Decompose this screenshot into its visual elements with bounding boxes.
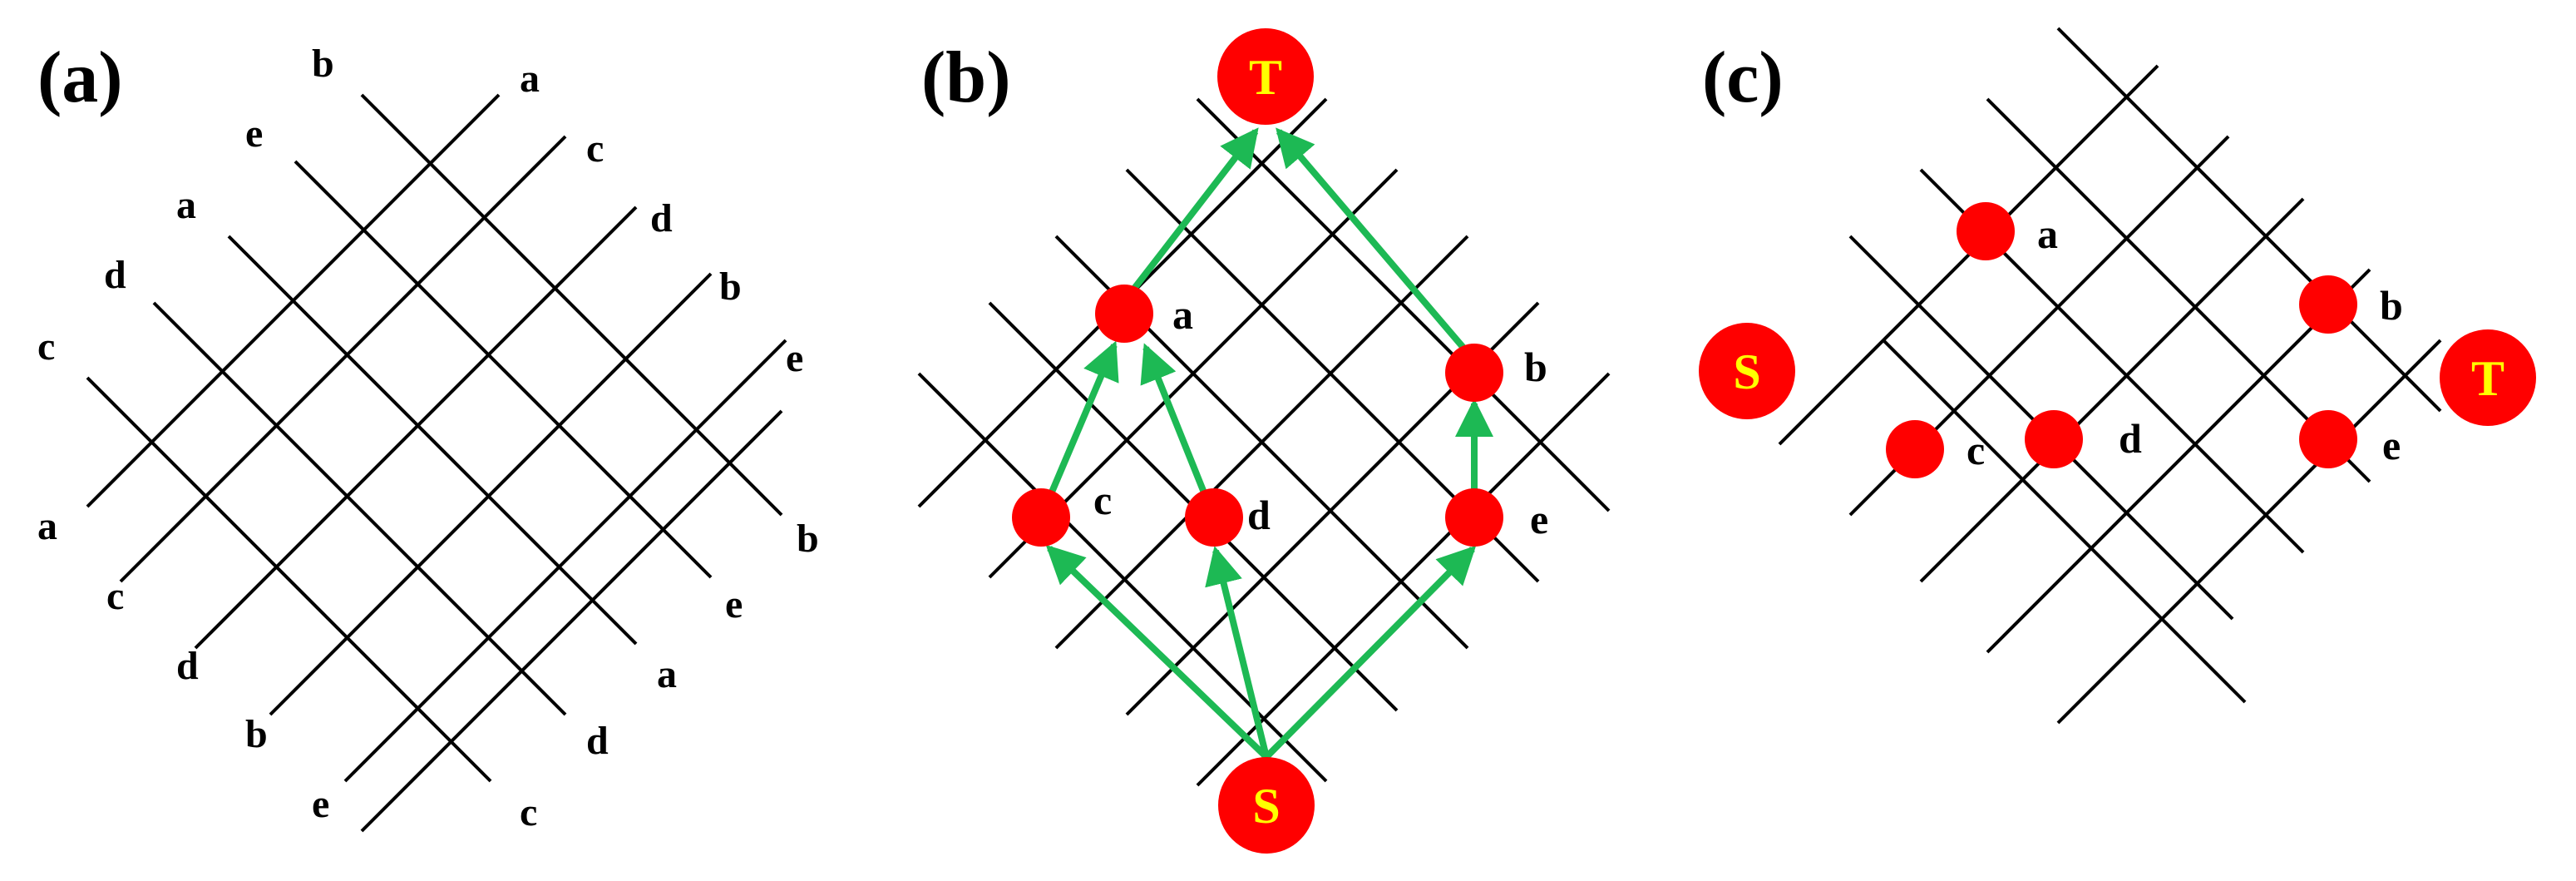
arrow-c-to-a xyxy=(1038,340,1119,519)
node-c-label: c xyxy=(1967,427,1985,473)
node-e-label: e xyxy=(1530,496,1548,542)
node-b xyxy=(1445,344,1503,402)
panel-b-label: (b) xyxy=(921,37,1011,118)
arrow-d-to-a xyxy=(1140,343,1217,519)
grid-line xyxy=(227,235,638,646)
line-label: c xyxy=(37,324,55,369)
line-label: d xyxy=(176,644,199,688)
terminal-node-t xyxy=(1217,28,1314,125)
panel-a: (a) a c d b e b b e a d c a c xyxy=(37,37,819,834)
node-d-label: d xyxy=(2119,415,2142,462)
line-label: e xyxy=(312,782,329,826)
grid-line xyxy=(1196,97,1611,512)
line-label: b xyxy=(245,712,268,756)
grid-line xyxy=(1986,268,2371,654)
arrow-s-to-e xyxy=(1264,545,1477,760)
grid-line xyxy=(1986,97,2371,483)
grid-line xyxy=(360,409,783,833)
grid-line xyxy=(294,160,713,579)
line-label: b xyxy=(719,265,742,309)
node-b xyxy=(2299,275,2357,334)
arrow-b-to-t xyxy=(1276,127,1472,356)
terminal-node-s xyxy=(1218,757,1315,854)
terminal-node-t xyxy=(2440,329,2536,426)
terminal-node-s xyxy=(1699,323,1795,419)
node-a xyxy=(1095,285,1153,343)
node-b-label: b xyxy=(2380,282,2403,329)
line-label: a xyxy=(657,652,677,696)
terminal-label-t: T xyxy=(1249,50,1282,105)
node-a xyxy=(1957,202,2015,260)
panel-b-nodes: T S a b c d e xyxy=(1012,28,1548,854)
node-e-label: e xyxy=(2382,422,2401,468)
panel-a-label: (a) xyxy=(37,37,123,118)
line-label: b xyxy=(797,517,819,561)
line-label: c xyxy=(106,574,124,618)
arrow-s-to-d xyxy=(1205,546,1270,758)
grid-line xyxy=(86,376,492,783)
grid-line xyxy=(119,135,567,583)
line-label: c xyxy=(520,790,537,834)
arrow-s-to-c xyxy=(1045,544,1269,760)
line-label: d xyxy=(104,253,126,297)
grid-line xyxy=(194,205,638,650)
node-d-label: d xyxy=(1247,492,1271,538)
line-label: d xyxy=(650,196,673,240)
node-e xyxy=(1445,488,1503,547)
node-d xyxy=(1185,488,1243,547)
line-label: c xyxy=(586,126,604,171)
grid-line xyxy=(360,93,783,517)
panel-c-grid xyxy=(1778,27,2442,725)
panel-a-labels: a c d b e b b e a d c a c d b e e a d c xyxy=(37,42,819,834)
line-label: a xyxy=(176,183,196,227)
line-label: b xyxy=(312,42,334,86)
panel-a-grid xyxy=(86,93,787,833)
terminal-label-s: S xyxy=(1733,344,1760,399)
panel-b-grid xyxy=(917,97,1611,787)
grid-line xyxy=(2056,339,2442,725)
panel-c-label: (c) xyxy=(1702,37,1784,118)
node-c xyxy=(1012,488,1070,547)
node-c xyxy=(1886,420,1944,478)
node-e xyxy=(2299,410,2357,468)
node-d xyxy=(2025,410,2083,468)
grid-line xyxy=(1778,64,2159,446)
line-label: a xyxy=(520,57,540,101)
node-a-label: a xyxy=(1172,291,1193,338)
node-b-label: b xyxy=(1524,344,1547,390)
line-label: e xyxy=(725,582,743,626)
grid-line xyxy=(269,272,713,716)
grid-line xyxy=(2056,27,2442,413)
line-label: e xyxy=(786,336,803,380)
node-a-label: a xyxy=(2037,210,2058,257)
line-label: d xyxy=(586,719,609,763)
grid-line xyxy=(152,301,567,716)
panel-c-nodes: S T a b c d e xyxy=(1699,202,2536,478)
line-label: a xyxy=(37,504,57,548)
grid-line xyxy=(1882,339,2247,704)
panel-b: (b) T S a xyxy=(917,28,1611,854)
panel-c: (c) S T a b c d e xyxy=(1699,27,2536,725)
terminal-label-t: T xyxy=(2471,351,2504,406)
arrow-a-to-t xyxy=(1128,127,1259,295)
line-label: e xyxy=(245,111,263,156)
terminal-label-s: S xyxy=(1252,779,1280,834)
node-c-label: c xyxy=(1093,477,1112,523)
grid-line xyxy=(1919,197,2305,583)
